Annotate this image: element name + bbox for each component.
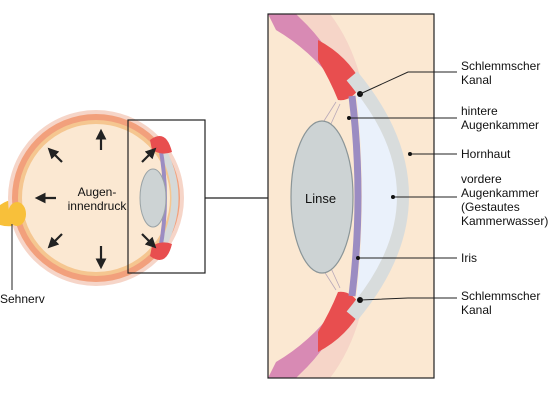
lens xyxy=(290,120,354,274)
zoom-box xyxy=(127,119,206,274)
label-anterior-chamber-line1: vordere xyxy=(461,172,502,186)
zoomed-detail xyxy=(268,14,434,378)
label-pressure-line2: innendruck xyxy=(67,199,127,213)
vitreous-body xyxy=(22,124,170,272)
label-anterior-chamber-line2: Augenkammer xyxy=(461,186,540,200)
callout-dots xyxy=(347,116,412,260)
label-schlemm-top: Schlemmscher Kanal xyxy=(461,59,540,87)
label-posterior-chamber-line2: Augenkammer xyxy=(461,118,540,132)
label-anterior-chamber: vordere Augenkammer (Gestautes Kammerwas… xyxy=(461,172,548,228)
label-anterior-chamber-line3: (Gestautes xyxy=(461,200,520,214)
lens-small xyxy=(139,168,167,228)
label-lens: Linse xyxy=(305,191,337,206)
label-schlemm-bottom: Schlemmscher Kanal xyxy=(461,289,540,317)
pressure-arrow-icon xyxy=(34,128,157,270)
label-schlemm-bottom-line1: Schlemmscher xyxy=(461,289,541,303)
label-posterior-chamber-line1: hintere xyxy=(461,104,498,118)
label-pressure: Augen- innendruck xyxy=(63,185,131,213)
label-schlemm-bottom-line2: Kanal xyxy=(461,303,492,317)
whole-eye xyxy=(0,110,184,290)
callout-leaders xyxy=(349,71,457,301)
anterior-chamber xyxy=(356,92,397,300)
label-optic-nerve: Sehnerv xyxy=(0,292,45,306)
label-cornea: Hornhaut xyxy=(461,147,511,161)
optic-disc xyxy=(8,202,26,226)
label-schlemm-top-line2: Kanal xyxy=(461,73,492,87)
cornea xyxy=(346,71,409,321)
label-posterior-chamber: hintere Augenkammer xyxy=(461,104,539,132)
label-pressure-line1: Augen- xyxy=(77,185,117,199)
cornea-small xyxy=(155,140,179,256)
iris xyxy=(348,95,362,297)
label-schlemm-top-line1: Schlemmscher xyxy=(461,59,541,73)
label-iris: Iris xyxy=(461,251,477,265)
label-anterior-chamber-line4: Kammerwasser) xyxy=(461,214,549,228)
zoom-frame xyxy=(267,13,435,379)
